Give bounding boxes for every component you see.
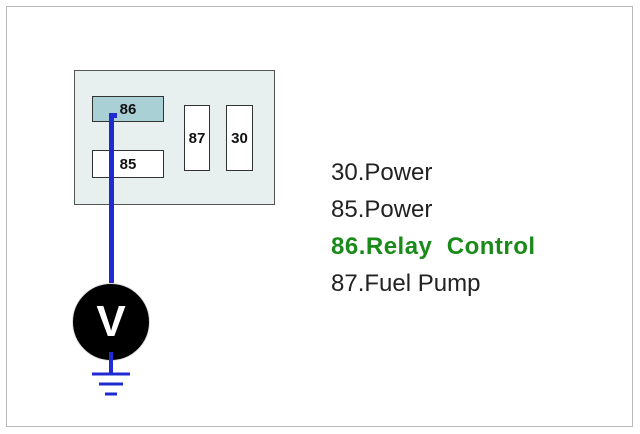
legend-item-30: 30.Power xyxy=(331,159,433,186)
pin-legend: 30.Power 85.Power 86.Relay Control 87.Fu… xyxy=(331,154,536,302)
relay-pin-86: 86 xyxy=(92,96,164,122)
legend-item-87: 87.Fuel Pump xyxy=(331,270,481,297)
legend-item-86: 86.Relay Control xyxy=(331,233,536,260)
voltmeter-icon: V xyxy=(72,283,150,361)
probe-wire xyxy=(109,114,114,296)
legend-item-85: 85.Power xyxy=(331,196,433,223)
relay-pin-87: 87 xyxy=(184,105,210,171)
ground-icon xyxy=(92,352,130,396)
relay-pin-30: 30 xyxy=(226,105,253,171)
voltmeter-label: V xyxy=(96,297,126,346)
relay-pin-85: 85 xyxy=(92,150,164,178)
